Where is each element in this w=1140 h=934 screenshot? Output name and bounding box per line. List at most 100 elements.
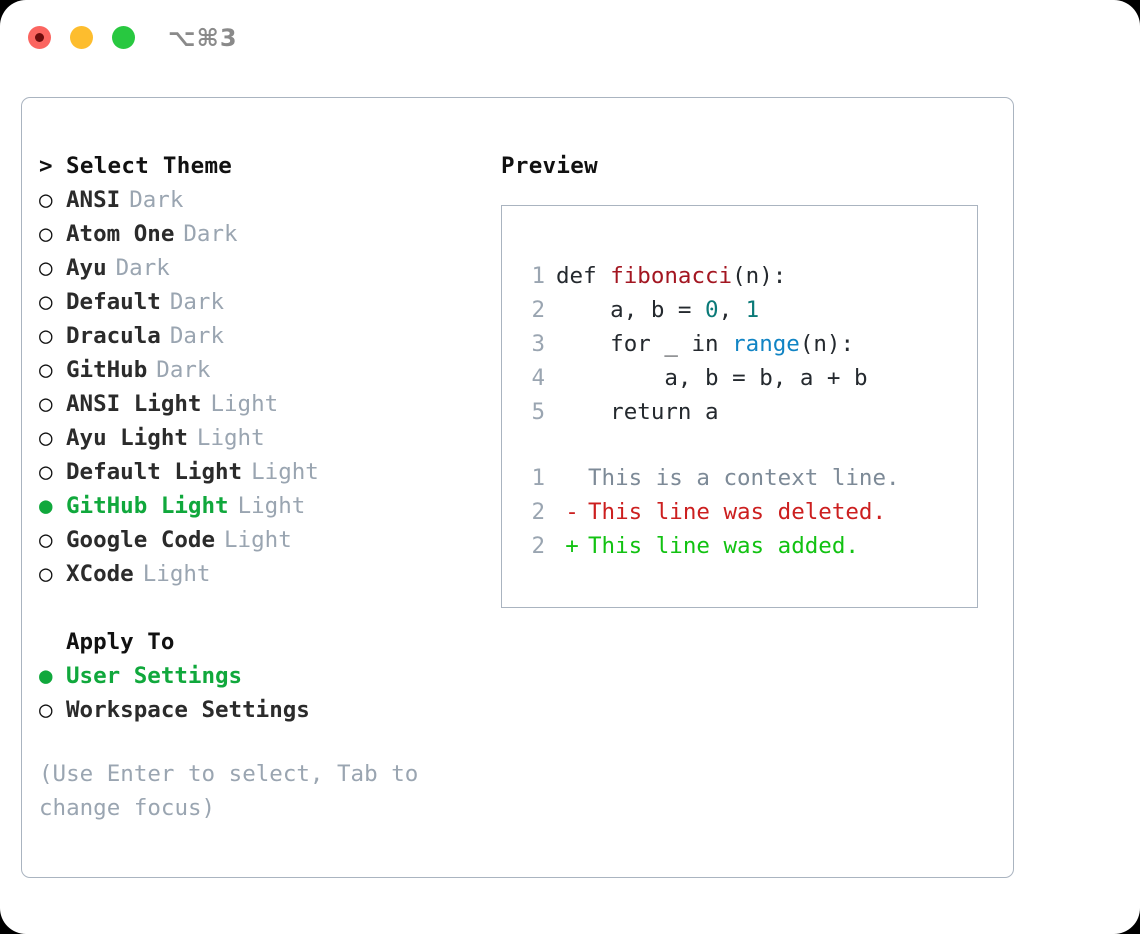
window-titlebar: ⌥⌘3	[0, 0, 1140, 78]
code-line-number: 1	[531, 263, 545, 289]
code-line: 4 a, b = b, a + b	[521, 361, 867, 395]
apply-to-label: User Settings	[66, 663, 243, 689]
theme-name: ANSI	[66, 187, 121, 213]
code-line-text: for _ in range(n):	[556, 327, 854, 361]
theme-list-item[interactable]: ○ GitHub Dark	[39, 353, 479, 387]
radio-selected-icon: ●	[39, 492, 53, 519]
diff-line: 2-This line was deleted.	[521, 495, 900, 529]
theme-name: Default Light	[66, 459, 243, 485]
code-line: 5 return a	[521, 395, 868, 429]
keyboard-shortcut-label: ⌥⌘3	[168, 24, 238, 52]
diff-line-text: This line was added.	[588, 533, 859, 559]
theme-list-item[interactable]: ○ Ayu Light Light	[39, 421, 479, 455]
code-token-plain: (n):	[799, 331, 855, 357]
theme-variant-tag: Light	[196, 425, 265, 451]
radio-icon: ○	[39, 561, 53, 587]
theme-variant-tag: Dark	[169, 323, 225, 349]
theme-variant-tag: Dark	[169, 289, 225, 315]
theme-name: Ayu Light	[66, 425, 188, 451]
diff-line-text: This line was deleted.	[588, 499, 887, 525]
code-token-plain: (n):	[732, 263, 787, 289]
code-line: 3 for _ in range(n):	[521, 327, 868, 361]
apply-to-title: Apply To	[66, 629, 175, 655]
code-token-plain: return a	[556, 399, 719, 425]
theme-name: Default	[66, 289, 161, 315]
theme-name: Atom One	[66, 221, 175, 247]
list-spacer	[39, 591, 479, 625]
code-line: 2 a, b = 0, 1	[521, 293, 868, 327]
code-line-text: a, b = b, a + b	[556, 361, 867, 395]
theme-list-item[interactable]: ● GitHub Light Light	[39, 489, 479, 523]
maximize-button[interactable]	[112, 26, 135, 49]
theme-variant-tag: Dark	[156, 357, 211, 383]
apply-to-marker	[39, 625, 66, 659]
code-token-plain: a, b =	[556, 297, 706, 323]
preview-title: Preview	[501, 153, 598, 179]
theme-variant-tag: Dark	[183, 221, 238, 247]
code-line: 1 def fibonacci(n):	[521, 259, 868, 293]
minimize-button[interactable]	[70, 26, 93, 49]
select-theme-header: > Select Theme	[39, 149, 479, 183]
code-line-number: 3	[531, 331, 545, 357]
theme-name: GitHub	[66, 357, 148, 383]
radio-icon: ○	[39, 357, 53, 383]
keyboard-hint-text: (Use Enter to select, Tab to change focu…	[39, 761, 419, 821]
diff-sample: 1 This is a context line.2-This line was…	[521, 461, 900, 563]
theme-name: XCode	[66, 561, 134, 587]
theme-name: Google Code	[66, 527, 216, 553]
theme-list-item[interactable]: ○ Atom One Dark	[39, 217, 479, 251]
diff-line-number: 2	[531, 533, 545, 559]
apply-to-options: ● User Settings ○ Workspace Settings	[39, 659, 479, 727]
theme-name: ANSI Light	[66, 391, 202, 417]
theme-variant-tag: Light	[142, 561, 211, 587]
radio-icon: ○	[39, 391, 53, 417]
radio-icon: ○	[39, 323, 53, 349]
radio-icon: ○	[39, 425, 53, 451]
code-line-number: 4	[531, 365, 545, 391]
apply-to-option[interactable]: ○ Workspace Settings	[39, 693, 479, 727]
diff-line: 1 This is a context line.	[521, 461, 900, 495]
theme-list-item[interactable]: ○ ANSI Light Light	[39, 387, 479, 421]
radio-icon: ○	[39, 289, 53, 315]
diff-line-text: This is a context line.	[588, 465, 900, 491]
code-line-text: return a	[556, 395, 719, 429]
theme-list-item[interactable]: ○ Default Dark	[39, 285, 479, 319]
close-button[interactable]	[28, 26, 51, 49]
radio-icon: ○	[39, 221, 53, 247]
radio-icon: ○	[39, 527, 53, 553]
radio-icon: ○	[39, 459, 53, 485]
cursor-marker: >	[39, 153, 53, 179]
diff-line: 2+This line was added.	[521, 529, 900, 563]
traffic-lights	[28, 26, 135, 49]
diff-sign: -	[565, 499, 579, 525]
diff-line-number: 2	[531, 499, 545, 525]
code-token-num: 1	[745, 297, 760, 323]
radio-selected-icon: ●	[39, 662, 53, 689]
theme-variant-tag: Light	[210, 391, 279, 417]
apply-to-header: Apply To	[39, 625, 479, 659]
theme-name: Ayu	[66, 255, 107, 281]
theme-variant-tag: Dark	[129, 187, 184, 213]
radio-icon: ○	[39, 255, 53, 281]
theme-name: GitHub Light	[66, 493, 229, 519]
code-line-text: a, b = 0, 1	[556, 293, 759, 327]
radio-icon: ○	[39, 697, 53, 723]
code-line-text: def fibonacci(n):	[556, 259, 786, 293]
code-line-number: 5	[531, 399, 545, 425]
apply-to-option[interactable]: ● User Settings	[39, 659, 479, 693]
code-token-plain: for _ in	[556, 331, 733, 357]
theme-list-item[interactable]: ○ XCode Light	[39, 557, 479, 591]
theme-variant-tag: Light	[237, 493, 306, 519]
apply-to-label: Workspace Settings	[66, 697, 310, 723]
code-token-plain: def	[556, 263, 611, 289]
